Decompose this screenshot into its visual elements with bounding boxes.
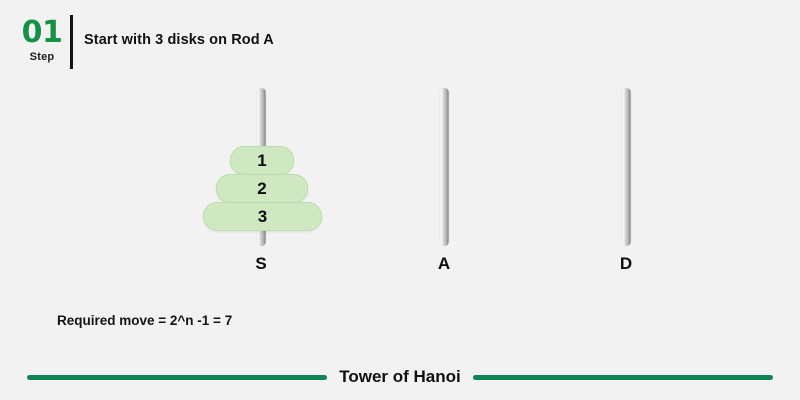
footer-rule-left (27, 374, 328, 380)
rod-a (440, 88, 449, 246)
required-moves-formula: Required move = 2^n -1 = 7 (57, 313, 233, 328)
rod-label-d: D (619, 254, 633, 273)
page-title: Start with 3 disks on Rod A (84, 32, 274, 48)
disk-2-label: 2 (257, 179, 267, 198)
disk-1-label: 1 (257, 151, 267, 170)
step-word-label: Step (29, 51, 55, 63)
step-number: 01 (21, 15, 63, 50)
footer-title: Tower of Hanoi (339, 367, 461, 386)
rod-d (622, 88, 631, 246)
footer-rule-right (472, 374, 773, 380)
step-badge: 01 Step (16, 18, 68, 63)
rod-label-a: A (437, 254, 451, 273)
footer: Tower of Hanoi (0, 362, 800, 392)
header-divider (70, 15, 73, 69)
disk-1[interactable]: 1 (230, 146, 294, 175)
disk-3[interactable]: 3 (203, 202, 322, 231)
rod-label-s: S (255, 254, 267, 273)
disk-3-label: 3 (257, 207, 268, 226)
disk-2[interactable]: 2 (216, 174, 308, 203)
